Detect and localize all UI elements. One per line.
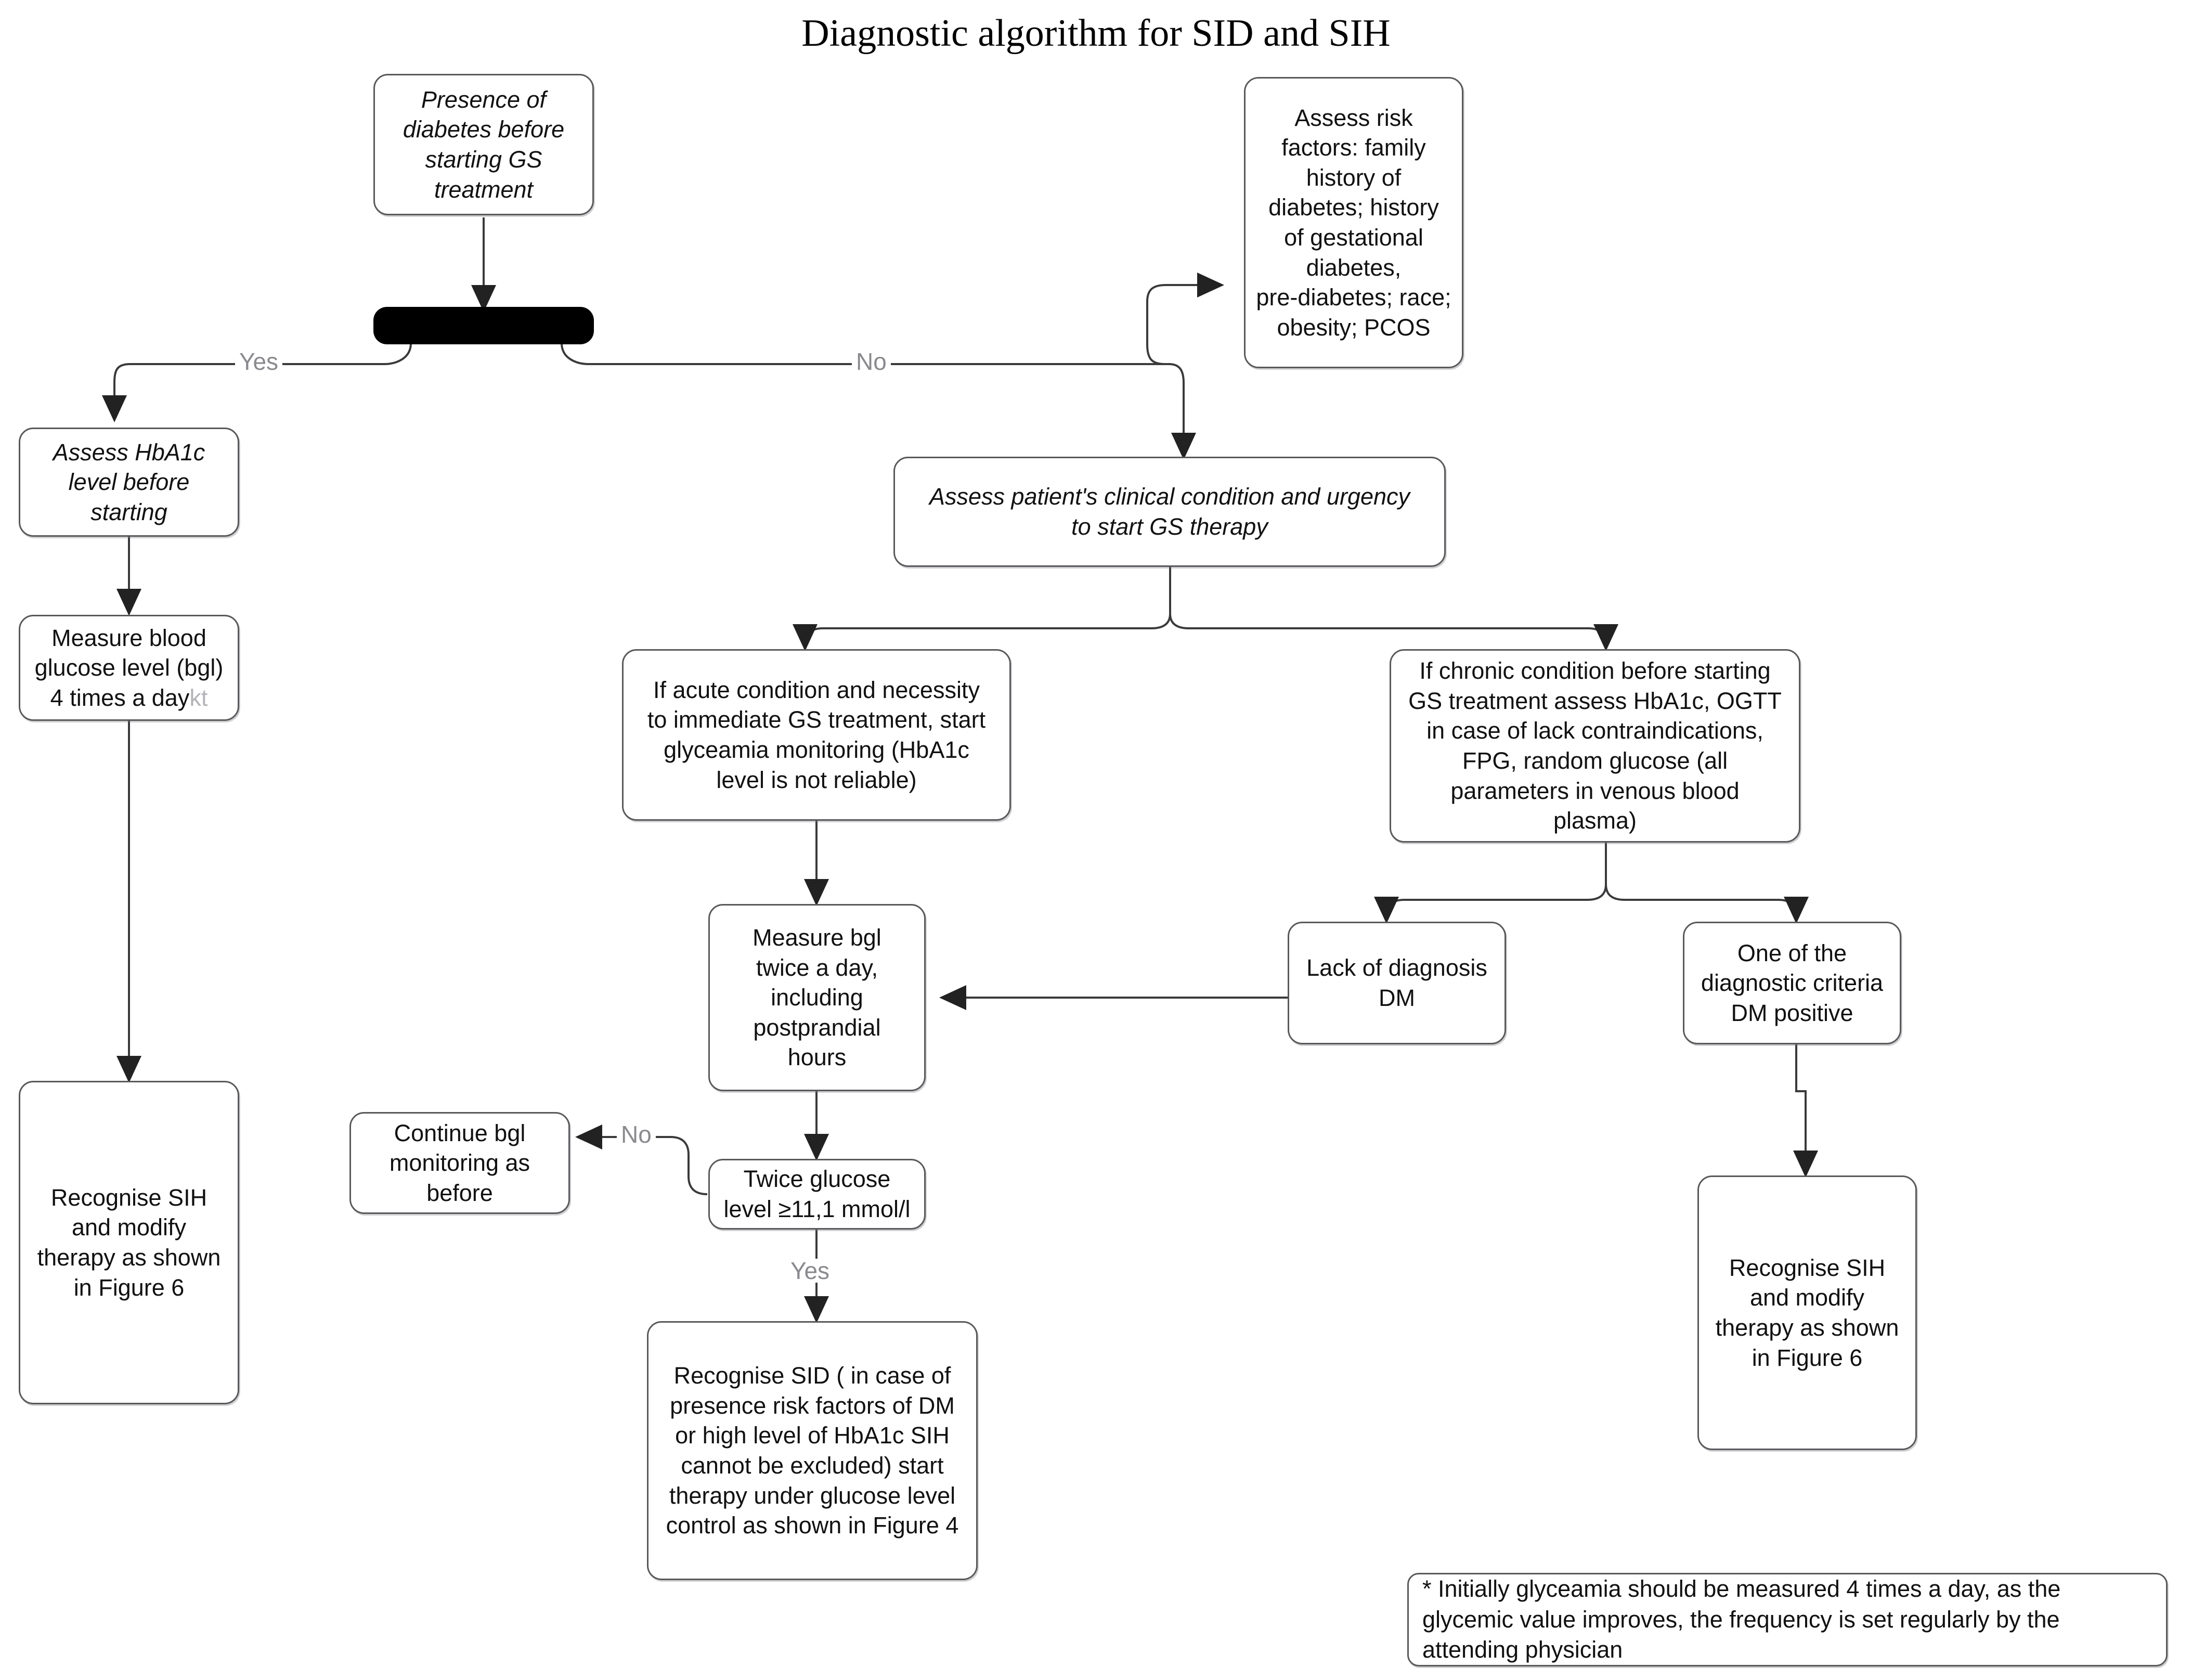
node-assess-risk-factors-label: Assess risk factors: family history of d…: [1256, 104, 1451, 341]
edge-label-yes-glucose: Yes: [786, 1259, 834, 1283]
node-footnote: * Initially glyceamia should be measured…: [1407, 1573, 2168, 1666]
node-acute-condition-label: If acute condition and necessity to imme…: [647, 676, 986, 793]
node-criteria-dm-positive-label: One of the diagnostic criteria DM positi…: [1701, 939, 1884, 1026]
node-presence-of-diabetes[interactable]: Presence of diabetes before starting GS …: [373, 74, 594, 215]
node-continue-bgl-monitoring-label: Continue bgl monitoring as before: [389, 1119, 530, 1206]
node-assess-risk-factors[interactable]: Assess risk factors: family history of d…: [1244, 77, 1463, 368]
node-acute-condition[interactable]: If acute condition and necessity to imme…: [622, 649, 1011, 821]
edge-label-no-glucose: No: [617, 1122, 656, 1146]
node-measure-bgl-4x-suffix: kt: [189, 684, 208, 711]
node-recognise-sih-right-label: Recognise SIH and modify therapy as show…: [1715, 1254, 1899, 1371]
node-chronic-condition[interactable]: If chronic condition before starting GS …: [1390, 649, 1800, 843]
node-assess-clinical-condition[interactable]: Assess patient's clinical condition and …: [893, 457, 1446, 567]
node-measure-bgl-4x-label: Measure blood glucose level (bgl) 4 time…: [34, 624, 224, 711]
node-measure-bgl-twice-label: Measure bgl twice a day, including postp…: [753, 924, 881, 1071]
edge-label-no-top: No: [852, 350, 891, 373]
node-lack-of-diagnosis-dm-label: Lack of diagnosis DM: [1306, 954, 1487, 1011]
node-assess-hba1c-label: Assess HbA1c level before starting: [53, 438, 205, 525]
node-recognise-sih-left-label: Recognise SIH and modify therapy as show…: [37, 1184, 221, 1301]
node-recognise-sid[interactable]: Recognise SID ( in case of presence risk…: [647, 1321, 978, 1580]
node-recognise-sih-left[interactable]: Recognise SIH and modify therapy as show…: [19, 1081, 239, 1404]
node-measure-bgl-4x[interactable]: Measure blood glucose level (bgl) 4 time…: [19, 615, 239, 721]
node-chronic-condition-label: If chronic condition before starting GS …: [1408, 657, 1782, 834]
node-footnote-label: * Initially glyceamia should be measured…: [1422, 1575, 2061, 1663]
node-presence-of-diabetes-label: Presence of diabetes before starting GS …: [403, 86, 565, 203]
node-criteria-dm-positive[interactable]: One of the diagnostic criteria DM positi…: [1683, 922, 1901, 1044]
node-recognise-sih-right[interactable]: Recognise SIH and modify therapy as show…: [1697, 1175, 1917, 1450]
node-measure-bgl-twice[interactable]: Measure bgl twice a day, including postp…: [708, 904, 926, 1091]
node-assess-clinical-condition-label: Assess patient's clinical condition and …: [929, 483, 1410, 540]
decision-node-diabetes-present[interactable]: [373, 307, 594, 344]
node-recognise-sid-label: Recognise SID ( in case of presence risk…: [666, 1362, 959, 1539]
node-twice-glucose-level-label: Twice glucose level ≥11,1 mmol/l: [723, 1166, 911, 1222]
edge-label-yes-top: Yes: [235, 350, 283, 373]
node-lack-of-diagnosis-dm[interactable]: Lack of diagnosis DM: [1288, 922, 1506, 1044]
node-continue-bgl-monitoring[interactable]: Continue bgl monitoring as before: [349, 1112, 570, 1214]
node-twice-glucose-level[interactable]: Twice glucose level ≥11,1 mmol/l: [708, 1159, 926, 1230]
page-title: Diagnostic algorithm for SID and SIH: [801, 12, 1391, 55]
node-assess-hba1c[interactable]: Assess HbA1c level before starting: [19, 428, 239, 537]
